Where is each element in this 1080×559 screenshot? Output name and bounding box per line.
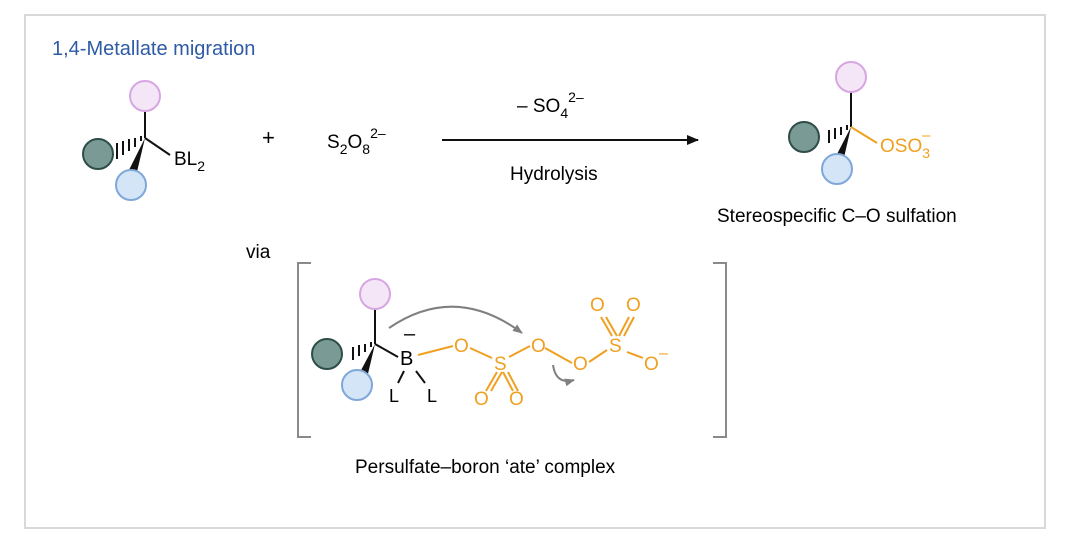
substituent-blue-circle	[821, 153, 853, 185]
hashed-wedge-bond	[352, 342, 372, 360]
substituent-green-circle	[82, 138, 114, 170]
substituent-purple-circle	[129, 80, 161, 112]
via-label: via	[246, 242, 271, 263]
bond-to-sulfate	[850, 126, 878, 144]
substituent-purple-circle	[359, 278, 391, 310]
panel-title: 1,4-Metallate migration	[52, 38, 256, 60]
product-caption: Stereospecific C–O sulfation	[717, 206, 957, 227]
boron-atom: B	[400, 348, 413, 370]
substituent-green-circle	[788, 121, 820, 153]
hashed-wedge-bond	[116, 136, 142, 159]
boron-group-label: BL2	[174, 149, 205, 174]
oxygen-atom: O	[626, 295, 641, 316]
substituent-purple-circle	[835, 61, 867, 93]
oxygen-atom: O	[573, 354, 588, 375]
oxygen-atom: O	[509, 389, 524, 410]
bold-wedge-bond	[359, 344, 375, 378]
sulfur-atom: S	[494, 354, 507, 375]
oxygen-atom: O	[454, 336, 469, 357]
scheme-frame	[24, 14, 1046, 529]
reactant-molecule: BL2	[82, 80, 205, 201]
hydrolysis-label: Hydrolysis	[510, 164, 598, 185]
substituent-blue-circle	[115, 169, 147, 201]
carbon-boron-bond	[374, 343, 399, 358]
substituent-green-circle	[311, 338, 343, 370]
oxygen-atom: O	[531, 336, 546, 357]
ligand-left: L	[389, 386, 399, 406]
oxygen-atom: O	[590, 295, 605, 316]
persulfate-formula: S2O82–	[327, 125, 386, 157]
persulfate-bonds	[417, 316, 644, 392]
hashed-wedge-bond	[828, 125, 848, 143]
curved-cleavage-arrow	[552, 364, 575, 387]
bold-wedge-bond	[128, 138, 145, 176]
substituent-blue-circle	[341, 369, 373, 401]
boron-charge: –	[404, 323, 416, 345]
sulfur-atom: S	[609, 336, 622, 357]
terminal-charge: –	[659, 345, 668, 362]
ate-complex-molecule: B – L L O S O O S O	[311, 278, 668, 410]
ate-complex-caption: Persulfate–boron ‘ate’ complex	[355, 457, 616, 478]
curved-migration-arrow	[388, 305, 523, 334]
persulfate-atoms: O S O O S O – O O O O	[454, 295, 668, 410]
boron-ligand-bond-right	[415, 370, 426, 384]
oxygen-atom: O	[644, 354, 659, 375]
oxygen-atom: O	[474, 389, 489, 410]
boron-ligand-bond-left	[397, 370, 405, 384]
bond-to-boron	[144, 137, 171, 156]
product-molecule: OSO3–	[788, 61, 931, 185]
right-bracket	[713, 262, 727, 438]
left-bracket	[297, 262, 311, 438]
ligand-right: L	[427, 386, 437, 406]
byproduct-label: – SO42–	[517, 89, 584, 121]
sulfate-group-label: OSO3–	[880, 127, 931, 161]
plus-sign: +	[262, 125, 275, 150]
